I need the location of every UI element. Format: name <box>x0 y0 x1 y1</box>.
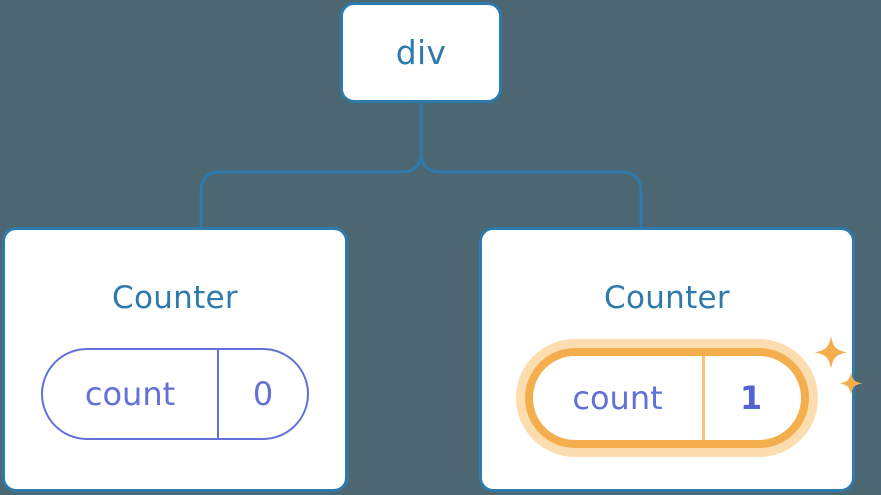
state-key-label: count <box>84 375 176 413</box>
state-value-cell: 1 <box>705 356 797 440</box>
node-counter-left[interactable]: Counter count 0 <box>2 227 348 492</box>
sparkle-icon <box>814 336 848 369</box>
state-key-cell: count <box>43 350 219 438</box>
node-root-div[interactable]: div <box>340 2 502 103</box>
state-pill-wrapper: count 0 <box>41 348 309 440</box>
node-counter-right[interactable]: Counter count 1 <box>479 227 863 492</box>
state-pill-wrapper: count 1 <box>525 336 863 448</box>
node-root-label: div <box>395 33 447 72</box>
state-key-label: count <box>572 379 663 417</box>
state-value-label: 0 <box>252 375 274 413</box>
node-title: Counter <box>604 280 730 316</box>
state-key-cell: count <box>533 356 705 440</box>
state-pill[interactable]: count 0 <box>41 348 309 440</box>
state-value-label: 1 <box>739 379 763 417</box>
node-title: Counter <box>112 280 238 316</box>
state-pill-highlighted[interactable]: count 1 <box>525 348 809 448</box>
state-value-cell: 0 <box>219 350 307 438</box>
